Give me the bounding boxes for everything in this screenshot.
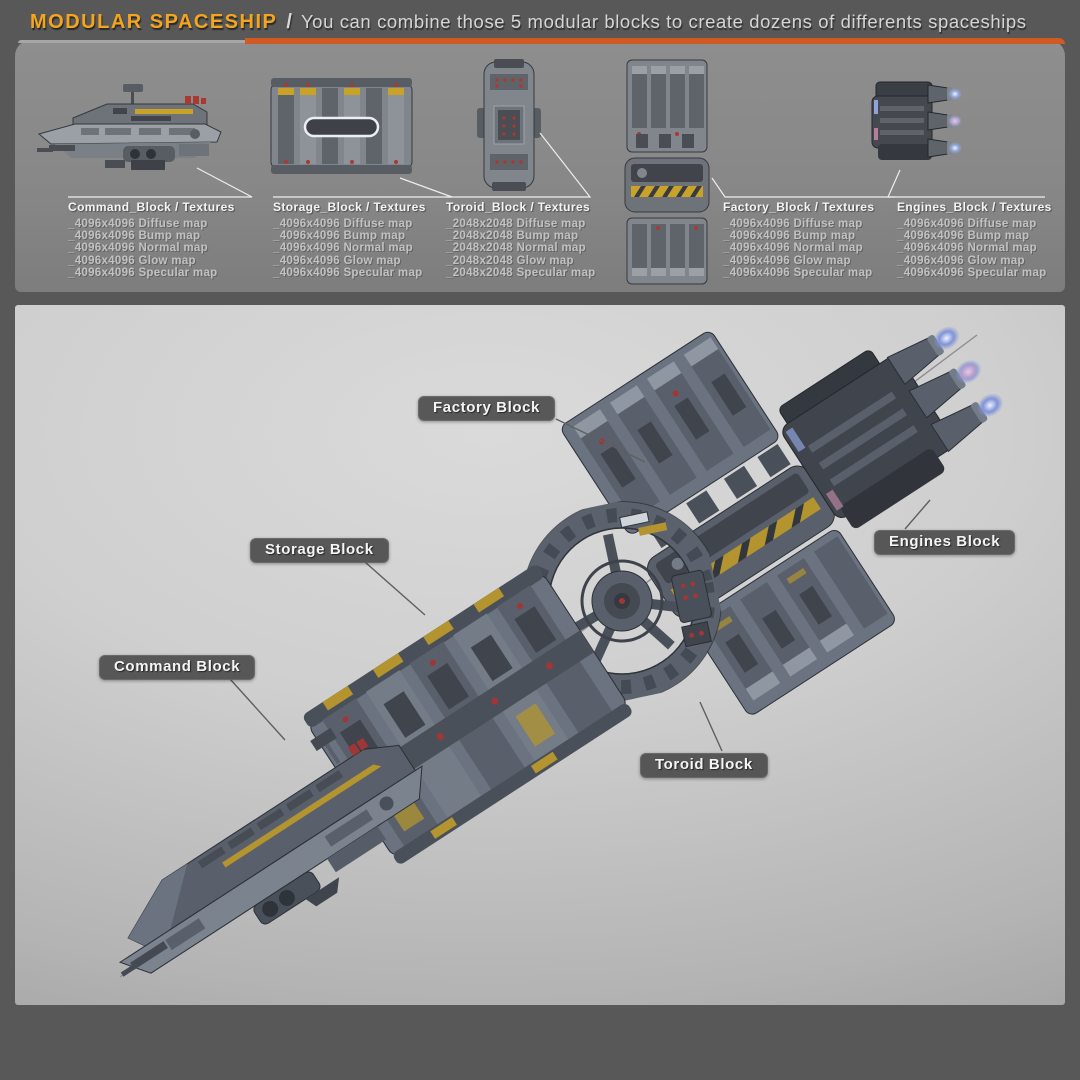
texture-map-line: _4096x4096 Normal map bbox=[897, 242, 1037, 255]
texture-map-line: _4096x4096 Specular map bbox=[897, 266, 1047, 279]
command-ship-icon bbox=[37, 84, 222, 170]
command-texture-list: Command_Block / Textures _4096x4096 Diff… bbox=[68, 200, 254, 279]
texture-list-title: Toroid_Block / Textures bbox=[446, 200, 591, 214]
texture-list-title: Engines_Block / Textures bbox=[897, 200, 1052, 214]
title-separator: / bbox=[286, 10, 292, 33]
storage-ship-icon bbox=[270, 78, 413, 174]
toroid-texture-list: Toroid_Block / Textures _2048x2048 Diffu… bbox=[446, 200, 632, 279]
engines-block-render bbox=[754, 284, 1039, 552]
texture-list-title: Command_Block / Textures bbox=[68, 200, 235, 214]
texture-map-line: _4096x4096 Glow map bbox=[273, 254, 401, 267]
command-block-thumbnail bbox=[35, 82, 235, 178]
factory-ship-render-icon bbox=[561, 331, 895, 715]
texture-map-line: _4096x4096 Normal map bbox=[273, 242, 413, 255]
toroid-block-callout: Toroid Block bbox=[640, 753, 768, 778]
texture-map-line: _4096x4096 Diffuse map bbox=[723, 218, 863, 230]
page-subtitle: You can combine those 5 modular blocks t… bbox=[300, 11, 1027, 32]
engines-texture-list: Engines_Block / Textures _4096x4096 Diff… bbox=[897, 200, 1080, 279]
storage-block-thumbnail bbox=[268, 72, 415, 180]
page-title: MODULAR SPACESHIP bbox=[30, 10, 278, 33]
texture-map-line: _2048x2048 Normal map bbox=[446, 242, 586, 255]
texture-map-line: _4096x4096 Bump map bbox=[68, 230, 201, 243]
factory-texture-list: Factory_Block / Textures _4096x4096 Diff… bbox=[723, 200, 909, 279]
texture-map-line: _4096x4096 Specular map bbox=[723, 266, 873, 279]
texture-map-line: _4096x4096 Normal map bbox=[723, 242, 863, 255]
engines-ship-icon bbox=[871, 81, 962, 160]
engines-block-callout: Engines Block bbox=[874, 530, 1016, 555]
orange-rule bbox=[245, 38, 1065, 44]
toroid-block-thumbnail bbox=[477, 58, 541, 192]
texture-map-line: _4096x4096 Glow map bbox=[897, 254, 1025, 267]
texture-map-line: _4096x4096 Bump map bbox=[897, 230, 1030, 243]
engines-block-thumbnail bbox=[868, 74, 962, 168]
texture-list-title: Factory_Block / Textures bbox=[723, 200, 875, 214]
texture-map-line: _4096x4096 Diffuse map bbox=[273, 218, 413, 230]
storage-texture-list: Storage_Block / Textures _4096x4096 Diff… bbox=[273, 200, 459, 279]
texture-map-line: _4096x4096 Glow map bbox=[68, 254, 196, 267]
texture-map-line: _4096x4096 Normal map bbox=[68, 242, 208, 255]
texture-map-line: _4096x4096 Specular map bbox=[68, 266, 218, 279]
header-bar: MODULAR SPACESHIP / You can combine thos… bbox=[30, 6, 1027, 38]
texture-map-line: _4096x4096 Specular map bbox=[273, 266, 423, 279]
panel-top-highlight bbox=[18, 40, 246, 43]
command-block-render bbox=[65, 689, 465, 1022]
texture-map-line: _4096x4096 Diffuse map bbox=[897, 218, 1037, 230]
texture-map-line: _2048x2048 Diffuse map bbox=[446, 218, 586, 230]
storage-block-callout: Storage Block bbox=[250, 538, 389, 563]
texture-map-line: _4096x4096 Glow map bbox=[723, 254, 851, 267]
texture-map-line: _2048x2048 Specular map bbox=[446, 266, 596, 279]
engines-ship-render-icon bbox=[779, 326, 1004, 529]
texture-map-line: _4096x4096 Bump map bbox=[723, 230, 856, 243]
command-block-callout: Command Block bbox=[99, 655, 256, 680]
factory-block-callout: Factory Block bbox=[418, 396, 555, 421]
texture-map-line: _2048x2048 Glow map bbox=[446, 254, 574, 267]
exploded-view-panel: Factory Block Engines Block Storage Bloc… bbox=[15, 305, 1065, 1005]
command-ship-render-icon bbox=[118, 727, 423, 977]
factory-ship-icon bbox=[624, 59, 710, 285]
factory-block-thumbnail bbox=[622, 56, 712, 288]
texture-map-line: _4096x4096 Diffuse map bbox=[68, 218, 208, 230]
texture-map-line: _4096x4096 Bump map bbox=[273, 230, 406, 243]
texture-list-title: Storage_Block / Textures bbox=[273, 200, 426, 214]
texture-map-line: _2048x2048 Bump map bbox=[446, 230, 579, 243]
factory-block-render bbox=[548, 320, 912, 731]
texture-panel: Command_Block / Textures _4096x4096 Diff… bbox=[15, 38, 1065, 292]
toroid-ship-icon bbox=[477, 59, 541, 191]
